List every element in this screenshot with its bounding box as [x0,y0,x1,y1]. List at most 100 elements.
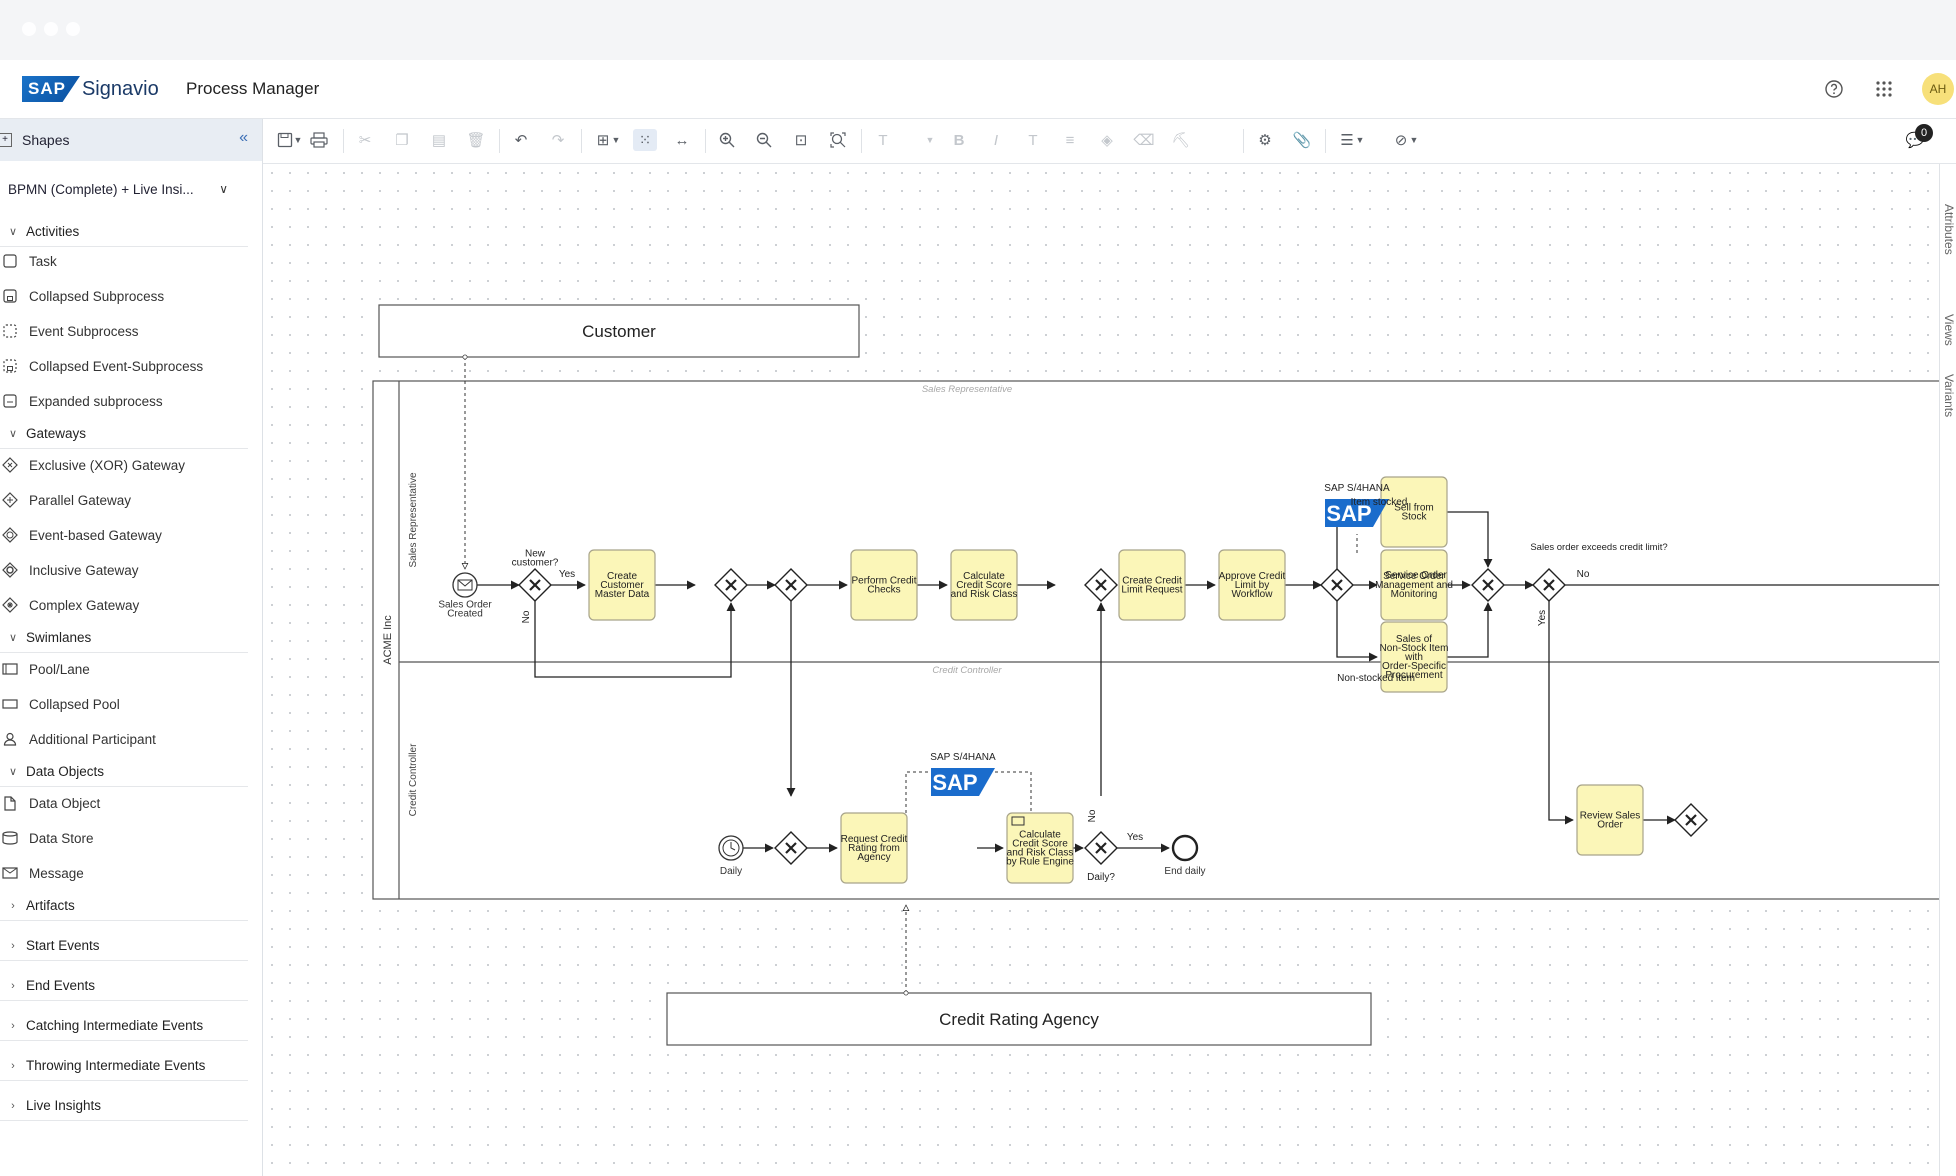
paste-icon[interactable]: ▤ [431,132,447,149]
redo-icon[interactable]: ↷ [551,132,565,149]
category-artifacts[interactable]: ›Artifacts [0,891,248,921]
window-maximize-dot[interactable] [66,22,80,36]
zoom-out-icon[interactable] [752,129,776,151]
shape-item-complex-gateway[interactable]: Complex Gateway [0,591,250,619]
font-size-dropdown-icon[interactable]: ▼ [925,135,935,145]
zoom-actual-icon[interactable]: ⊡ [794,132,808,149]
tab-views[interactable]: Views [1942,314,1956,346]
tab-variants[interactable]: Variants [1942,374,1956,418]
category-live-insights[interactable]: ›Live Insights [0,1091,248,1121]
end-event[interactable] [1171,834,1199,862]
zoom-fit-icon[interactable] [826,129,850,151]
print-icon[interactable] [307,129,331,151]
format-painter-icon[interactable]: ⛏ [1171,132,1191,149]
shape-item-collapsed-event-subprocess[interactable]: Collapsed Event-Subprocess [0,352,250,380]
category-data-objects[interactable]: ∨Data Objects [0,757,248,787]
shape-item-additional-participant[interactable]: Additional Participant [0,725,250,753]
task-label: Calculate [963,571,1005,582]
app-grid-icon[interactable] [1872,77,1896,101]
xor-gateway-daily[interactable] [1084,831,1118,865]
xor-gateway-split-credit[interactable] [774,568,808,602]
shape-item-data-store[interactable]: Data Store [0,824,250,852]
xor-gateway-new-customer[interactable] [518,568,552,602]
copy-icon[interactable]: ❐ [395,132,409,149]
acme-pool[interactable] [372,380,1939,900]
shape-item-event-gateway[interactable]: Event-based Gateway [0,521,250,549]
flow-label-no: No [521,610,532,623]
start-event-message[interactable] [452,572,478,598]
category-throwing-intermediate-events[interactable]: ›Throwing Intermediate Events [0,1051,248,1081]
save-dropdown-icon[interactable]: ▼ [293,135,303,145]
help-icon[interactable] [1822,77,1846,101]
customer-pool[interactable] [378,304,860,358]
distribute-icon[interactable]: ↔ [674,131,690,149]
xor-gateway-merge-2[interactable] [1084,568,1118,602]
eraser-icon[interactable]: ⌫ [1133,132,1155,149]
align-dropdown-icon[interactable]: ▼ [611,135,621,145]
shape-item-event-subprocess[interactable]: Event Subprocess [0,317,250,345]
shape-item-task[interactable]: Task [0,247,250,275]
bold-icon[interactable]: B [953,131,965,149]
shape-item-collapsed-subprocess[interactable]: Collapsed Subprocess [0,282,250,310]
shape-item-parallel-gateway[interactable]: Parallel Gateway [0,486,250,514]
snap-grid-icon[interactable]: ⁙ [633,129,657,151]
tab-attributes[interactable]: Attributes [1942,204,1956,255]
cut-icon[interactable]: ✂ [358,132,372,149]
undo-icon[interactable]: ↶ [514,132,528,149]
text-style-icon[interactable]: T [878,131,888,149]
hide-overlay-icon[interactable]: ⊘ [1394,132,1408,149]
category-start-events[interactable]: ›Start Events [0,931,248,961]
shape-item-inclusive-gateway[interactable]: Inclusive Gateway [0,556,250,584]
category-gateways[interactable]: ∨Gateways [0,419,248,449]
window-minimize-dot[interactable] [44,22,58,36]
shape-item-expanded-subprocess[interactable]: Expanded subprocess [0,387,250,415]
align-icon[interactable]: ⊞ [596,132,610,149]
credit-agency-pool[interactable] [666,992,1372,1046]
shapes-expand-icon[interactable]: + [0,133,12,147]
diagram-canvas[interactable]: Customer ACME Inc Sales Representative C… [263,164,1939,1176]
layers-dropdown-icon[interactable]: ▼ [1355,135,1365,145]
xor-gateway-exceeds-limit[interactable] [1532,568,1566,602]
attachment-icon[interactable]: 📎 [1292,132,1312,149]
category-activities[interactable]: ∨Activities [0,217,248,247]
fill-color-icon[interactable]: ◈ [1101,132,1113,149]
font-color-icon[interactable]: T [1028,131,1038,149]
xor-gateway-merge-1[interactable] [714,568,748,602]
layers-icon[interactable]: ☰ [1340,132,1354,149]
overlay-dropdown-icon[interactable]: ▼ [1409,135,1419,145]
logo[interactable]: SAP Signavio [22,76,159,102]
italic-icon[interactable]: I [993,131,999,149]
avatar[interactable]: AH [1922,73,1954,105]
shape-item-xor-gateway[interactable]: Exclusive (XOR) Gateway [0,451,250,479]
save-icon[interactable] [273,129,297,151]
category-end-events[interactable]: ›End Events [0,971,248,1001]
window-close-dot[interactable] [22,22,36,36]
shape-library-select[interactable]: BPMN (Complete) + Live Insi... ∨ [0,171,252,207]
category-swimlanes[interactable]: ∨Swimlanes [0,623,248,653]
xor-gateway-offscreen[interactable] [1674,803,1708,837]
xor-gateway-merge-3[interactable] [1471,568,1505,602]
category-catching-intermediate-events[interactable]: ›Catching Intermediate Events [0,1011,248,1041]
xor-gateway-credit-merge[interactable] [774,831,808,865]
text-align-icon[interactable]: ≡ [1065,131,1075,149]
shape-item-pool-lane[interactable]: Pool/Lane [0,655,250,683]
shape-item-message[interactable]: Message [0,859,250,887]
shape-item-collapsed-pool[interactable]: Collapsed Pool [0,690,250,718]
xor-gateway-item-type[interactable] [1320,568,1354,602]
attributes-icon[interactable]: ⚙ [1258,132,1272,149]
zoom-in-icon[interactable] [715,129,739,151]
delete-icon[interactable]: 🗑 [466,132,486,149]
collapse-sidebar-icon[interactable]: « [239,129,248,146]
shape-item-data-object[interactable]: Data Object [0,789,250,817]
